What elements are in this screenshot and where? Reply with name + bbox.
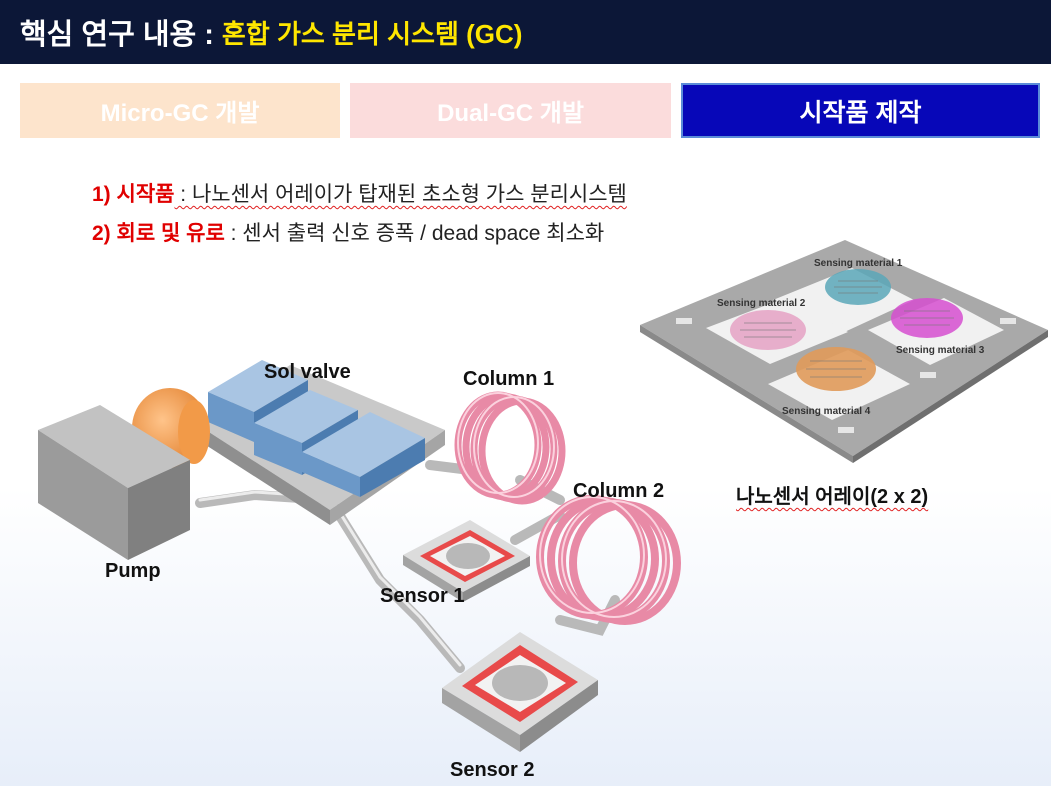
page-subtitle: 혼합 가스 분리 시스템 (GC): [221, 18, 523, 49]
nanosensor-array: [640, 240, 1048, 463]
tab-dual-gc[interactable]: Dual-GC 개발: [350, 83, 671, 138]
array-caption: 나노센서 어레이(2 x 2): [736, 486, 929, 508]
label-sensing-material-1: Sensing material 1: [814, 258, 903, 269]
label-sensing-material-3: Sensing material 3: [896, 345, 985, 356]
title-bar: 핵심 연구 내용 : 혼합 가스 분리 시스템 (GC): [0, 0, 1051, 64]
point-1-text: : 나노센서 어레이가 탑재된 초소형 가스 분리시스템: [174, 183, 627, 206]
point-2-key: 2) 회로 및 유로: [92, 222, 225, 245]
tab-prototype[interactable]: 시작품 제작: [681, 83, 1040, 138]
point-2: 2) 회로 및 유로 : 센서 출력 신호 증폭 / dead space 최소…: [92, 217, 604, 247]
label-sensing-material-2: Sensing material 2: [717, 298, 806, 309]
label-column-2: Column 2: [573, 480, 665, 502]
sensor-2-chip: [442, 632, 598, 752]
point-1: 1) 시작품 : 나노센서 어레이가 탑재된 초소형 가스 분리시스템: [92, 178, 627, 208]
label-column-1: Column 1: [463, 368, 555, 390]
point-1-key: 1) 시작품: [92, 183, 175, 206]
label-sensing-material-4: Sensing material 4: [782, 406, 871, 417]
sensor-1-chip: [403, 520, 530, 602]
page-title: 핵심 연구 내용 :: [20, 19, 214, 51]
sol-valve-blocks: [208, 360, 425, 497]
pump-body: [38, 405, 190, 560]
label-sensor-2: Sensor 2: [450, 759, 535, 781]
tab-micro-gc[interactable]: Micro-GC 개발: [20, 83, 340, 138]
label-sol-valve: Sol valve: [264, 361, 351, 383]
label-pump: Pump: [105, 560, 161, 582]
label-sensor-1: Sensor 1: [380, 585, 465, 607]
point-2-text: : 센서 출력 신호 증폭 / dead space 최소화: [224, 222, 605, 245]
